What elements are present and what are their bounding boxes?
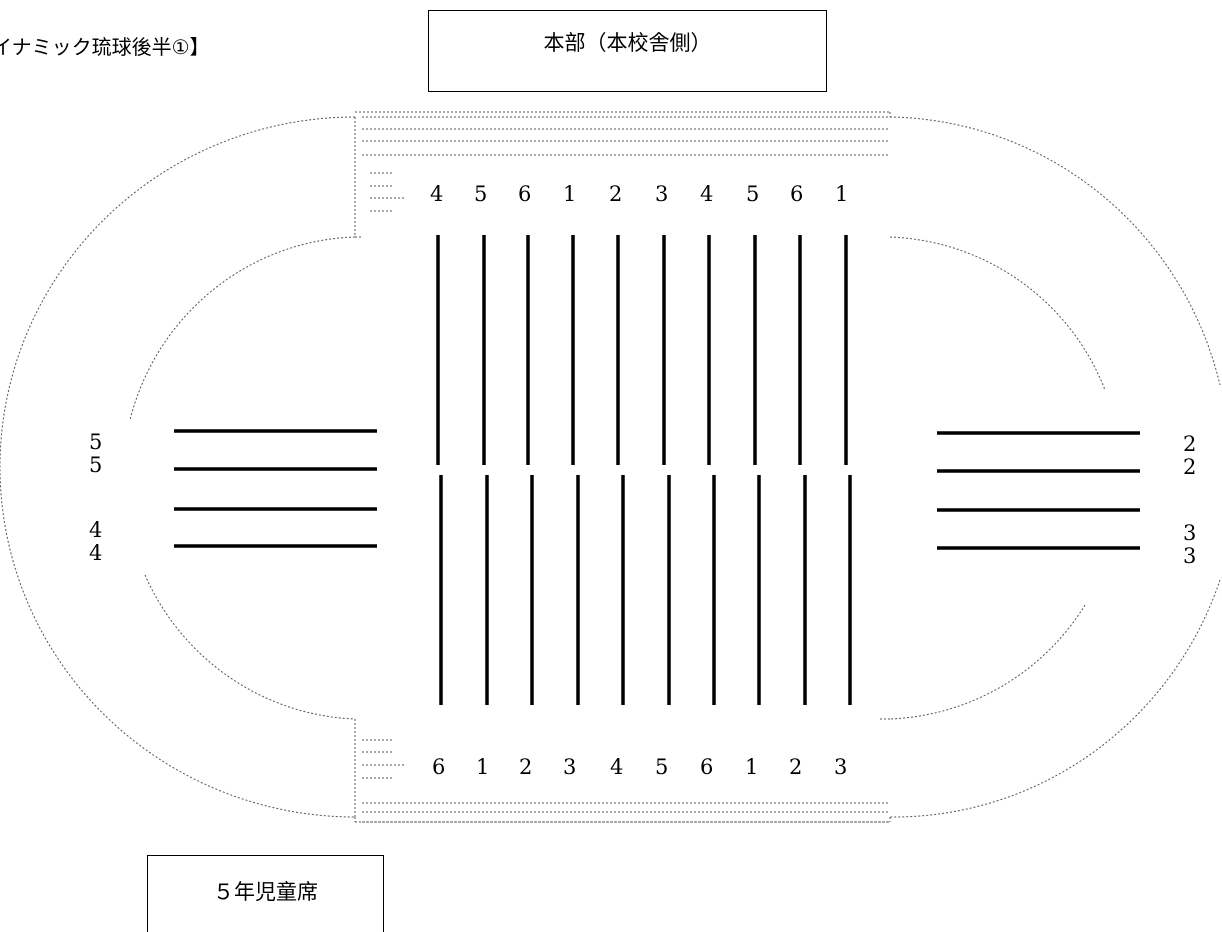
- page-title: イナミック琉球後半①】: [0, 35, 210, 59]
- left-number: 5: [89, 453, 103, 477]
- bottom-number: 2: [789, 755, 803, 779]
- student-seats-label: ５年児童席: [213, 880, 318, 904]
- outer-track-left-arc: [0, 116, 356, 818]
- top-lane-lines: [362, 116, 888, 212]
- top-number: 2: [609, 182, 623, 206]
- inner-track-right-arc: [889, 236, 1106, 391]
- bottom-number: 1: [476, 755, 490, 779]
- top-number: 6: [518, 182, 532, 206]
- top-number: 1: [563, 182, 577, 206]
- right-number: 2: [1183, 455, 1197, 479]
- inner-track-right-arc-lower: [889, 604, 1086, 720]
- right-number: 2: [1183, 432, 1197, 456]
- headquarters-label: 本部（本校舎側）: [543, 31, 712, 55]
- center-vertical-bars: [436, 235, 852, 705]
- bottom-number: 3: [563, 755, 577, 779]
- student-seats-box: ５年児童席: [147, 855, 384, 932]
- bottom-straight-block: [354, 718, 891, 823]
- right-horizontal-bars: [937, 431, 1140, 550]
- bottom-number: 5: [655, 755, 669, 779]
- left-number: 4: [89, 541, 103, 565]
- left-number: 4: [89, 518, 103, 542]
- bottom-number: 6: [700, 755, 714, 779]
- top-straight-block: [354, 111, 891, 238]
- bottom-lane-lines: [362, 739, 888, 823]
- left-horizontal-bars: [174, 429, 377, 548]
- bottom-number: 4: [610, 755, 624, 779]
- right-number: 3: [1183, 521, 1197, 545]
- headquarters-box: 本部（本校舎側）: [428, 10, 827, 92]
- top-number: 3: [655, 182, 669, 206]
- top-number: 1: [835, 182, 849, 206]
- bottom-number: 3: [834, 755, 848, 779]
- left-number: 5: [89, 430, 103, 454]
- top-number: 5: [746, 182, 760, 206]
- outer-track-right-arc: [889, 116, 1221, 386]
- bottom-number: 1: [745, 755, 759, 779]
- right-number: 3: [1183, 544, 1197, 568]
- bottom-number: 6: [432, 755, 446, 779]
- outer-track-right-arc-lower: [889, 579, 1221, 818]
- top-number: 4: [700, 182, 714, 206]
- top-number: 4: [430, 182, 444, 206]
- inner-track-left-arc: [129, 236, 356, 421]
- top-number: 5: [474, 182, 488, 206]
- top-number: 6: [790, 182, 804, 206]
- inner-track-left-arc-lower: [144, 574, 356, 720]
- bottom-number: 2: [519, 755, 533, 779]
